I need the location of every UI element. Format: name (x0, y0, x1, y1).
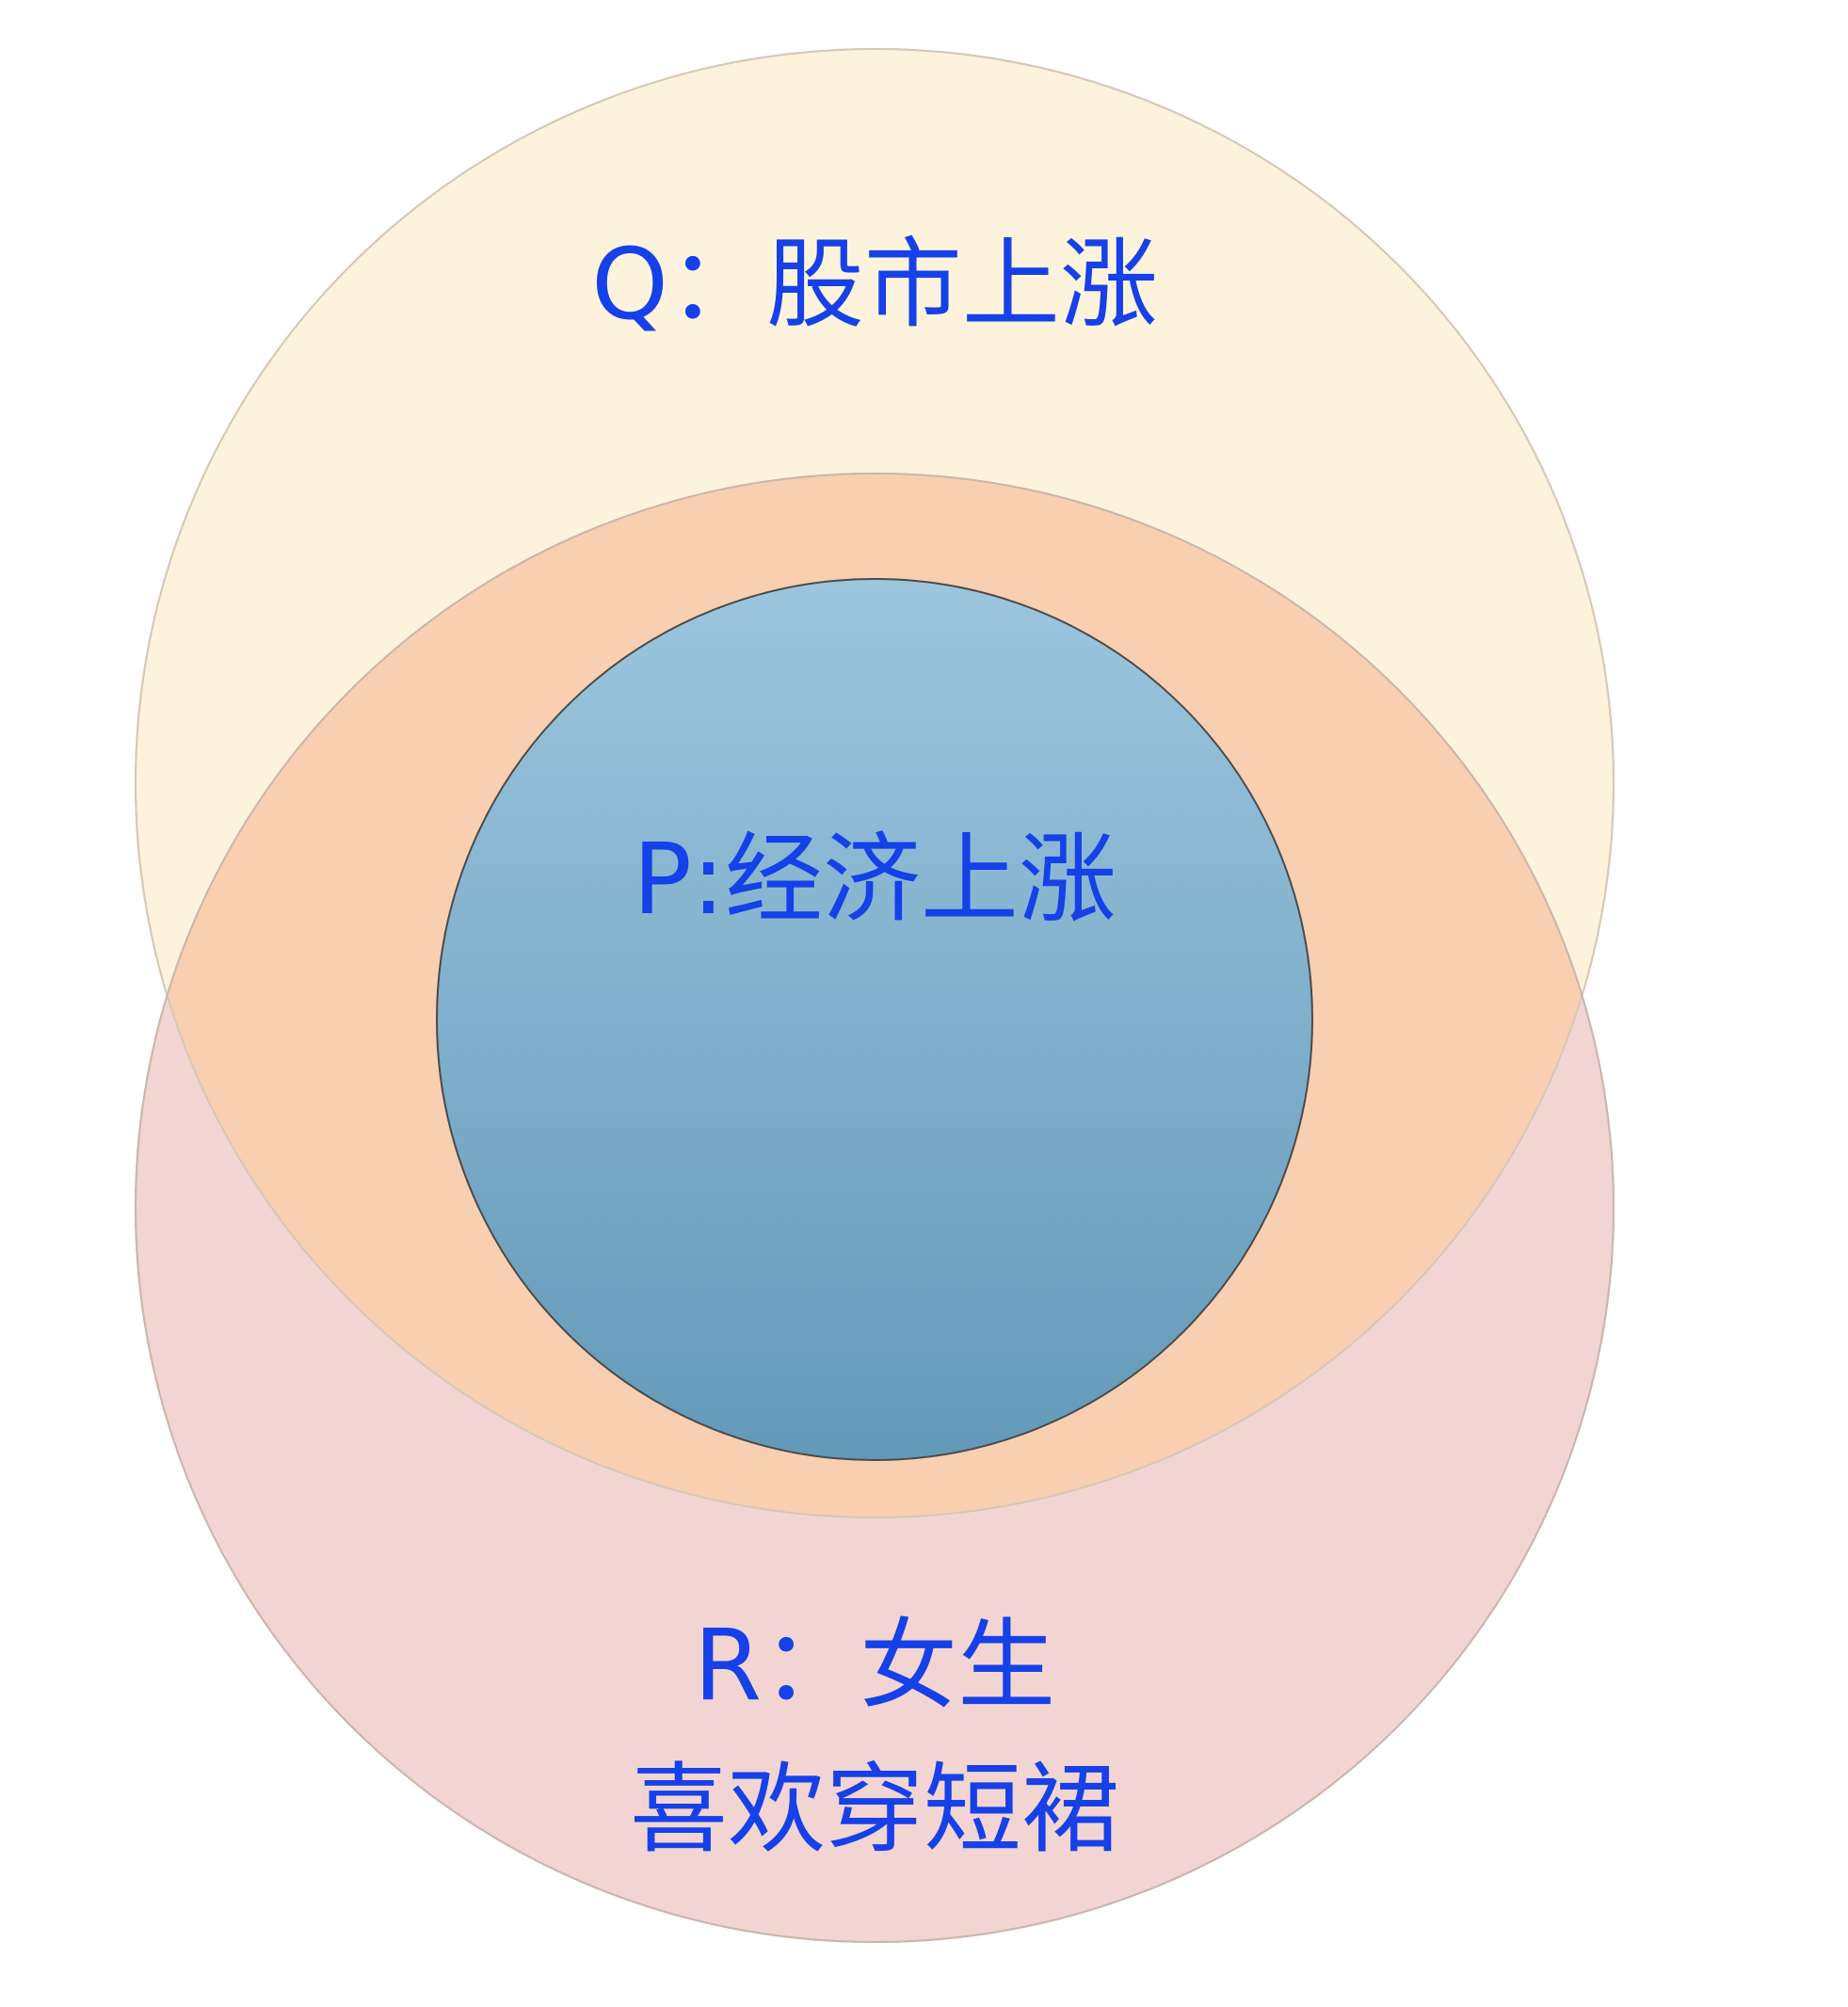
p-set-label: P:经济上涨 (633, 822, 1117, 937)
q-set-outline (135, 48, 1615, 1518)
r-set-label-line-2: 喜欢穿短裙 (630, 1752, 1119, 1867)
r-set-label-line-1: R：女生 (694, 1608, 1055, 1723)
r-set-outline (135, 473, 1615, 1943)
q-set-label: Q：股市上涨 (591, 227, 1158, 342)
p-set-circle (436, 578, 1313, 1461)
